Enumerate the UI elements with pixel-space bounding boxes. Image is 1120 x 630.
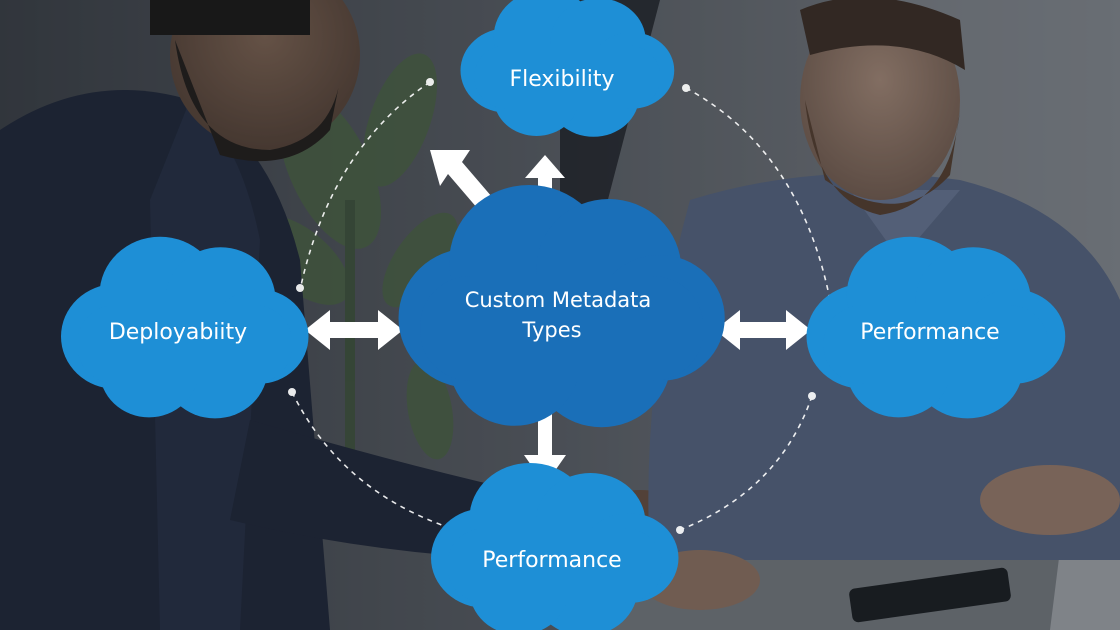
arrow-left-right-left [305,310,403,350]
cloud-flexibility: Flexibility [460,0,675,137]
dashed-ring [288,78,831,534]
cloud-performance-bottom: Performance [431,463,679,630]
cloud-custom-metadata-types: Custom Metadata Types [398,185,725,428]
cloud-center-line2: Types [521,318,581,342]
cloud-deployability: Deployabiity [60,236,309,419]
cloud-flexibility-label: Flexibility [510,67,615,92]
cloud-deployability-label: Deployabiity [109,320,247,345]
cloud-center-line1: Custom Metadata [465,288,652,312]
arrow-left-right-right [715,310,811,350]
cloud-performance-bottom-label: Performance [482,548,621,573]
arrow-up-left [430,150,498,216]
cloud-performance-right-label: Performance [860,320,999,345]
cloud-performance-right: Performance [806,236,1066,419]
